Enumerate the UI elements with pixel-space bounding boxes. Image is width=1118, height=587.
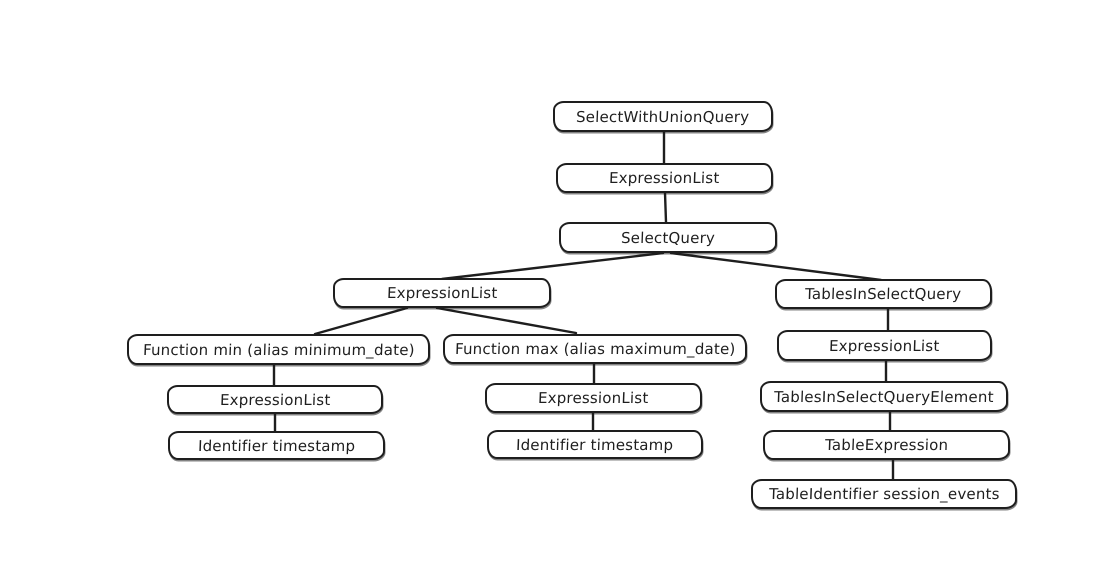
tree-node-label: ExpressionList (608, 169, 721, 187)
tree-node-expressionListSelect: ExpressionList (333, 278, 551, 308)
tree-node-label: Function max (alias maximum_date) (454, 340, 736, 358)
tree-node-label: Identifier timestamp (197, 436, 356, 455)
tree-node-functionMax: Function max (alias maximum_date) (443, 334, 747, 364)
tree-node-expressionListTop: ExpressionList (556, 163, 773, 193)
tree-edge-expressionListTop-to-selectQuery (663, 191, 668, 224)
tree-node-tablesInSelectQuery: TablesInSelectQuery (775, 279, 992, 309)
tree-node-label: TableIdentifier session_events (768, 485, 1000, 503)
tree-node-tableExpression: TableExpression (763, 430, 1010, 460)
tree-node-expressionListMax: ExpressionList (485, 383, 702, 413)
tree-node-identifierTimestampMin: Identifier timestamp (168, 431, 385, 460)
tree-node-expressionListTables: ExpressionList (777, 330, 992, 361)
tree-node-label: ExpressionList (537, 389, 650, 407)
tree-edge-expressionListSelect-to-functionMax (435, 306, 578, 335)
tree-node-label: SelectQuery (620, 228, 716, 247)
tree-node-label: TablesInSelectQueryElement (773, 387, 995, 406)
tree-node-label: SelectWithUnionQuery (576, 107, 750, 126)
tree-node-label: ExpressionList (219, 390, 331, 409)
tree-node-label: TablesInSelectQuery (805, 285, 962, 303)
tree-node-tableIdentifier: TableIdentifier session_events (751, 479, 1017, 509)
tree-node-label: ExpressionList (828, 336, 941, 355)
tree-node-label: ExpressionList (386, 284, 498, 302)
tree-edge-selectQuery-to-expressionListSelect (440, 251, 665, 281)
tree-node-functionMin: Function min (alias minimum_date) (127, 334, 430, 365)
tree-node-selectWithUnionQuery: SelectWithUnionQuery (553, 101, 773, 132)
tree-node-tablesInSelectQueryElement: TablesInSelectQueryElement (760, 381, 1008, 412)
tree-node-label: Function min (alias minimum_date) (142, 340, 415, 359)
tree-edge-selectQuery-to-tablesInSelectQuery (669, 251, 883, 282)
tree-node-identifierTimestampMax: Identifier timestamp (487, 430, 703, 459)
tree-node-label: Identifier timestamp (516, 435, 674, 454)
tree-node-selectQuery: SelectQuery (559, 222, 777, 253)
tree-node-expressionListMin: ExpressionList (167, 385, 383, 414)
tree-edge-expressionListSelect-to-functionMin (313, 306, 409, 336)
tree-node-label: TableExpression (824, 436, 949, 454)
